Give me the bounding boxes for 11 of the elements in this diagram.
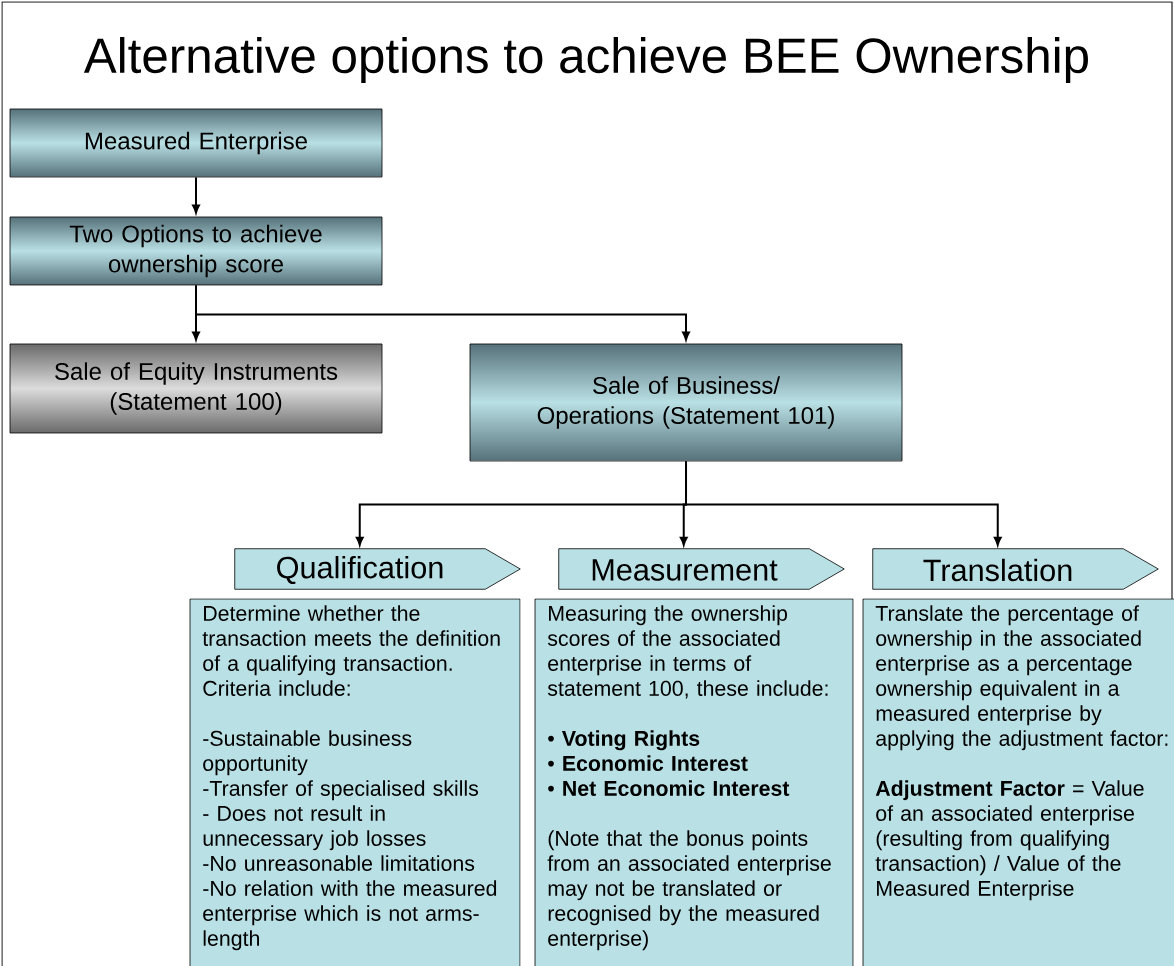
arrow [685,460,1002,546]
text-box: Measuring the ownership scores of the associated enterprise in terms of statement 100, these include: • Voting Rights • Economic Interest • Net Economic Interest (Note that the bonus points from an associated enterprise may not be translated or recognised by the measured enterprise) [534,598,854,966]
text-box: Translate the percentage of ownership in the associated enterprise as a percentage ownership equivalent in a measured enterprise by applying the adjustment factor: Adjustment Factor = Value of an associated enterprise (resulting from qualifying transaction) / Value of the Measured Enterprise [862,598,1174,966]
page-title: Alternative options to achieve BEE Ownership [83,37,1088,83]
process-box: Sale of Equity Instruments (Statement 100) [9,343,383,434]
arrow [192,176,200,214]
process-box: Sale of Business/ Operations (Statement 101) [469,343,903,462]
process-box: Measured Enterprise [9,108,383,178]
text-box: Determine whether the transaction meets the definition of a qualifying transaction. Criteria include: -Sustainable business opportunity -Transfer of specialised skills - Does not result in unnecessary job losses -No unreasonable limitations -No relation with the measured enterprise which is not arms-length [189,598,521,966]
process-box: Two Options to achieve ownership score [9,216,383,286]
arrow [195,284,690,341]
